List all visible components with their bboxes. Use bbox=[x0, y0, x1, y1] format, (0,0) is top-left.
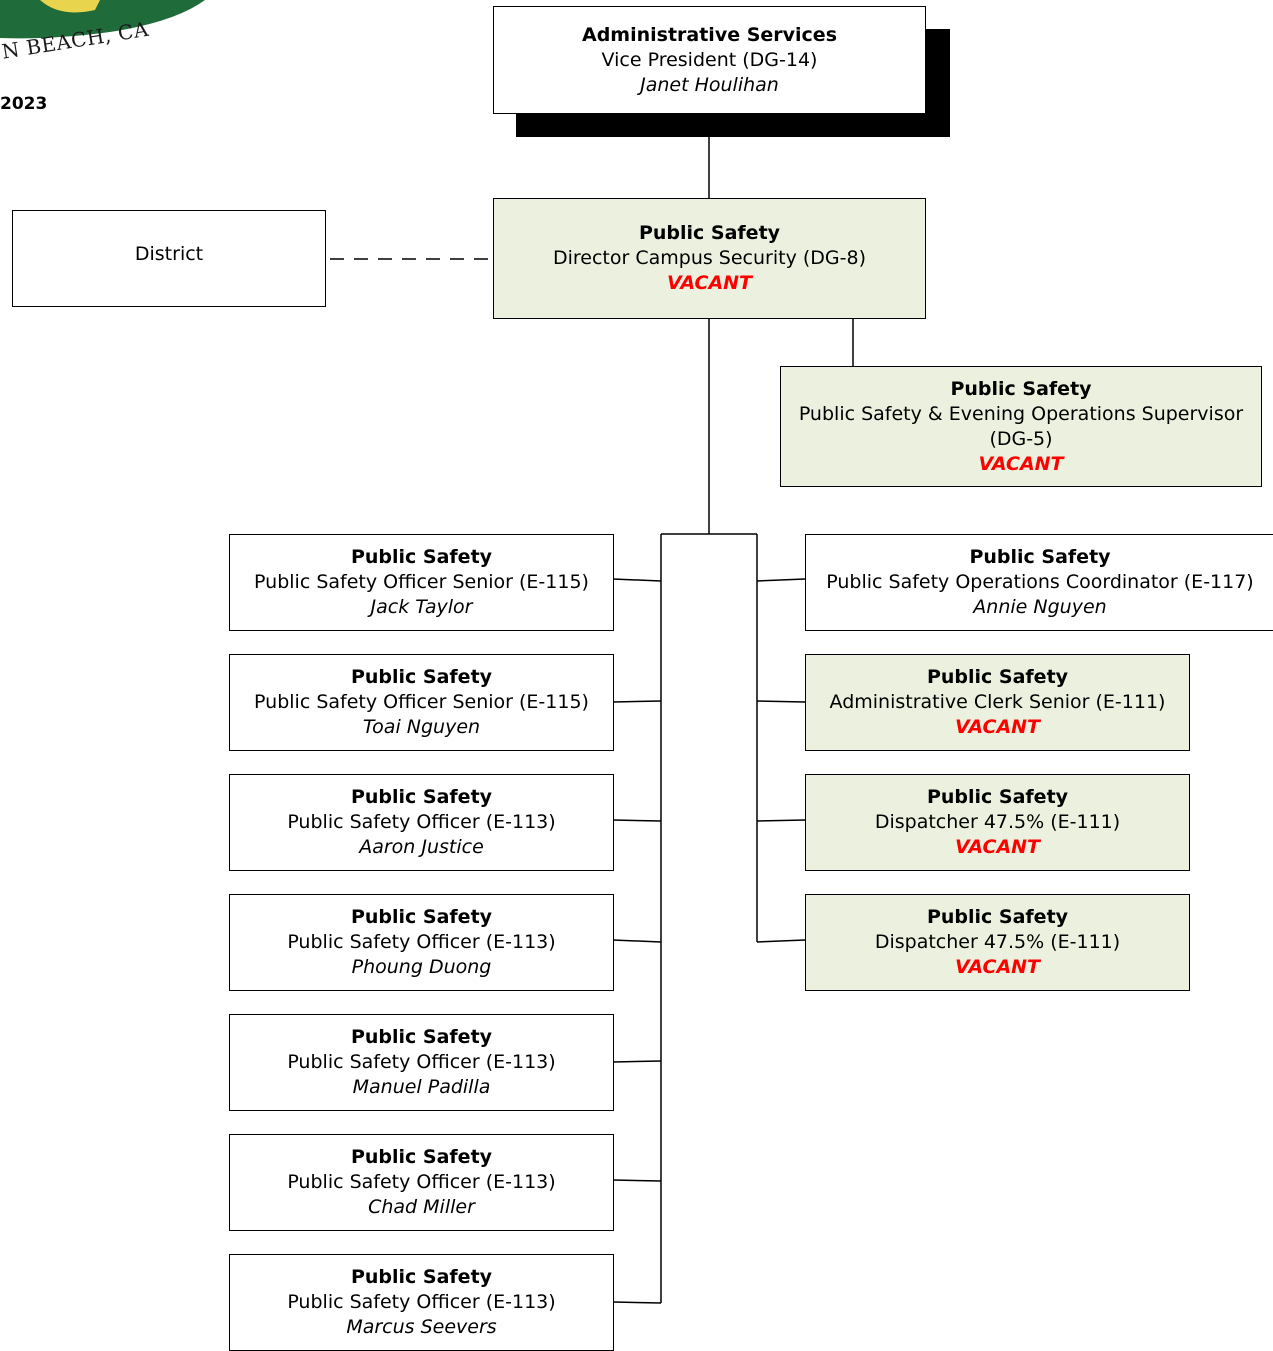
node-vacant: VACANT bbox=[978, 452, 1064, 475]
node-dept: Public Safety bbox=[950, 377, 1092, 400]
chart-year: 2023 bbox=[0, 94, 48, 114]
connector-left-1 bbox=[612, 578, 662, 582]
connector-left-7 bbox=[612, 1301, 662, 1304]
node-title: Dispatcher 47.5% (E-111) bbox=[874, 811, 1121, 833]
node-title: Public Safety Officer (E-113) bbox=[287, 1051, 556, 1073]
right-box-3: Public Safety Dispatcher 47.5% (E-111) V… bbox=[805, 774, 1190, 871]
node-vacant: VACANT bbox=[954, 956, 1041, 978]
node-name: Phoung Duong bbox=[351, 956, 492, 978]
node-title: Public Safety Officer (E-113) bbox=[287, 811, 556, 833]
node-vacant: VACANT bbox=[954, 836, 1041, 858]
node-name: Aaron Justice bbox=[359, 836, 484, 858]
left-box-5: Public Safety Public Safety Officer (E-1… bbox=[229, 1014, 614, 1111]
node-name: Manuel Padilla bbox=[352, 1076, 491, 1098]
node-name: Annie Nguyen bbox=[973, 596, 1107, 618]
connector-right-2 bbox=[756, 700, 806, 703]
connector-left-4 bbox=[612, 939, 662, 943]
connector-right-1 bbox=[756, 578, 806, 582]
node-title: Public Safety Officer Senior (E-115) bbox=[254, 571, 589, 593]
node-name: Marcus Seevers bbox=[346, 1316, 497, 1338]
node-title: Public Safety Officer (E-113) bbox=[287, 1171, 556, 1193]
director-box: Public Safety Director Campus Security (… bbox=[493, 198, 926, 319]
district-label: District bbox=[134, 243, 204, 265]
node-title: Administrative Clerk Senior (E-111) bbox=[829, 691, 1166, 713]
logo-banner-icon bbox=[0, 0, 205, 39]
node-title: Vice President (DG-14) bbox=[601, 48, 818, 71]
connector-left-2 bbox=[612, 700, 662, 703]
left-box-3: Public Safety Public Safety Officer (E-1… bbox=[229, 774, 614, 871]
node-dept: Public Safety bbox=[350, 906, 493, 928]
node-dept: Public Safety bbox=[350, 786, 493, 808]
connector-left-5 bbox=[612, 1060, 662, 1063]
node-vacant: VACANT bbox=[954, 716, 1041, 738]
node-vacant: VACANT bbox=[666, 272, 753, 294]
node-name: Toai Nguyen bbox=[362, 716, 481, 738]
connector-right-4 bbox=[756, 939, 806, 943]
right-box-2: Public Safety Administrative Clerk Senio… bbox=[805, 654, 1190, 751]
node-dept: Public Safety bbox=[638, 222, 781, 244]
left-box-6: Public Safety Public Safety Officer (E-1… bbox=[229, 1134, 614, 1231]
node-name: Jack Taylor bbox=[370, 596, 473, 618]
node-dept: Administrative Services bbox=[581, 23, 837, 46]
node-title: Public Safety Officer (E-113) bbox=[287, 1291, 556, 1313]
node-title: Public Safety Officer (E-113) bbox=[287, 931, 556, 953]
node-title: Director Campus Security (DG-8) bbox=[552, 247, 866, 269]
left-box-1: Public Safety Public Safety Officer Seni… bbox=[229, 534, 614, 631]
district-box: District bbox=[12, 210, 326, 307]
node-name: Janet Houlihan bbox=[640, 73, 779, 96]
supervisor-box: Public Safety Public Safety & Evening Op… bbox=[780, 366, 1262, 487]
node-title-cont: (DG-5) bbox=[989, 427, 1053, 450]
left-box-7: Public Safety Public Safety Officer (E-1… bbox=[229, 1254, 614, 1351]
node-dept: Public Safety bbox=[350, 1146, 493, 1168]
connector-right-3 bbox=[756, 819, 806, 822]
right-box-4: Public Safety Dispatcher 47.5% (E-111) V… bbox=[805, 894, 1190, 991]
node-dept: Public Safety bbox=[350, 1266, 493, 1288]
node-dept: Public Safety bbox=[926, 786, 1069, 808]
node-dept: Public Safety bbox=[969, 546, 1111, 568]
right-box-1: Public Safety Public Safety Operations C… bbox=[805, 534, 1273, 631]
vp-box: Administrative Services Vice President (… bbox=[493, 6, 926, 114]
node-title: Public Safety & Evening Operations Super… bbox=[798, 402, 1244, 425]
node-dept: Public Safety bbox=[926, 906, 1069, 928]
college-logo: N BEACH, CA bbox=[0, 0, 210, 80]
node-title: Public Safety Officer Senior (E-115) bbox=[254, 691, 589, 713]
node-dept: Public Safety bbox=[350, 1026, 493, 1048]
left-box-4: Public Safety Public Safety Officer (E-1… bbox=[229, 894, 614, 991]
left-box-2: Public Safety Public Safety Officer Seni… bbox=[229, 654, 614, 751]
node-name: Chad Miller bbox=[368, 1196, 475, 1218]
node-dept: Public Safety bbox=[350, 546, 493, 568]
connector-left-3 bbox=[612, 819, 662, 822]
node-dept: Public Safety bbox=[926, 666, 1069, 688]
connector-left-6 bbox=[612, 1179, 662, 1182]
node-title: Dispatcher 47.5% (E-111) bbox=[874, 931, 1121, 953]
node-dept: Public Safety bbox=[350, 666, 493, 688]
node-title: Public Safety Operations Coordinator (E-… bbox=[826, 571, 1254, 593]
